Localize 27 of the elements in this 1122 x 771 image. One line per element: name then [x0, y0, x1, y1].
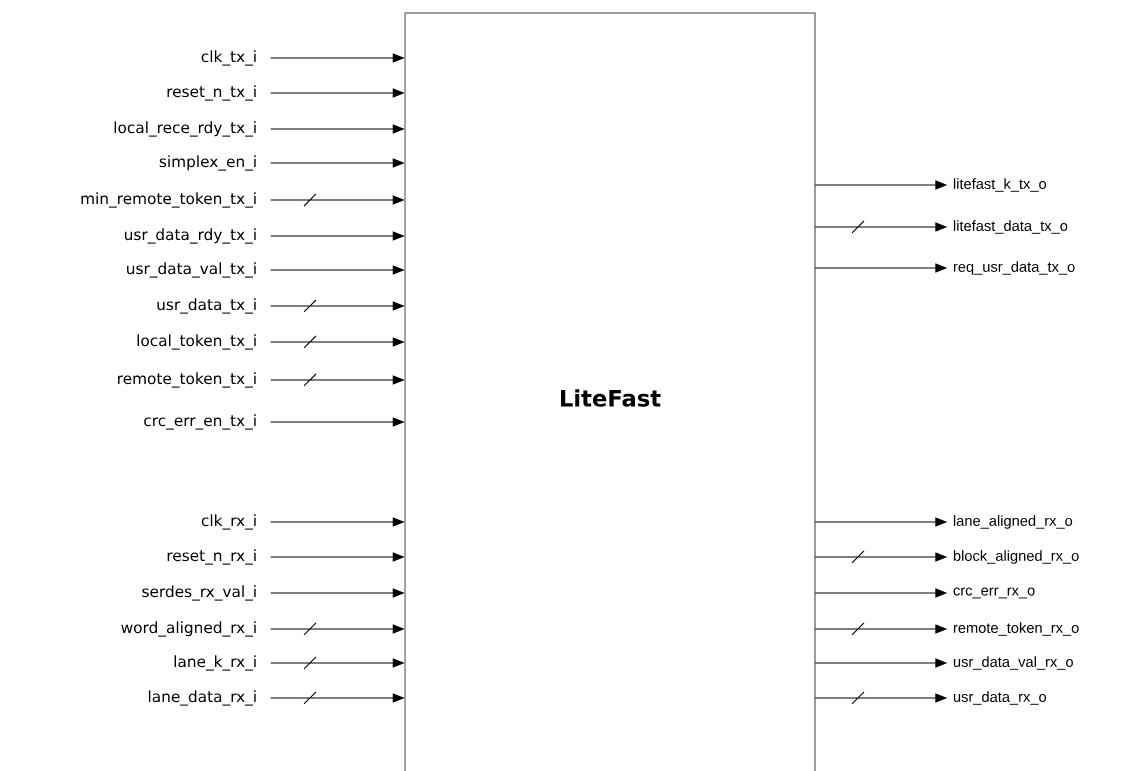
signal-label: usr_data_val_tx_i — [127, 262, 256, 278]
signal-label: lane_k_rx_i — [174, 655, 256, 671]
signal-label: block_aligned_rx_o — [953, 550, 1079, 564]
signal-label: local_rece_rdy_tx_i — [114, 121, 256, 137]
signal-label: remote_token_tx_i — [118, 372, 256, 388]
signal-label: simplex_en_i — [159, 155, 256, 171]
signal-label: reset_n_tx_i — [167, 85, 256, 101]
signal-label: clk_rx_i — [201, 514, 256, 530]
signal-label: local_token_tx_i — [137, 334, 256, 350]
signal-label: min_remote_token_tx_i — [81, 192, 256, 208]
signal-label: litefast_data_tx_o — [953, 220, 1068, 234]
signal-label: word_aligned_rx_i — [121, 621, 256, 637]
signal-label: usr_data_val_rx_o — [953, 656, 1073, 670]
signal-label: req_usr_data_tx_o — [953, 261, 1075, 275]
signal-label: usr_data_tx_i — [157, 298, 256, 314]
signal-label: usr_data_rdy_tx_i — [124, 228, 256, 244]
signal-label: crc_err_en_tx_i — [144, 414, 256, 430]
signal-label: serdes_rx_val_i — [142, 585, 256, 601]
signal-label: lane_aligned_rx_o — [953, 515, 1073, 529]
signal-label: clk_tx_i — [201, 50, 256, 66]
signal-label: litefast_k_tx_o — [953, 178, 1047, 192]
signal-label: usr_data_rx_o — [953, 691, 1047, 705]
block-box: LiteFast — [404, 12, 816, 771]
signal-label: lane_data_rx_i — [148, 690, 256, 706]
signal-label: remote_token_rx_o — [953, 622, 1079, 636]
signal-label: crc_err_rx_o — [953, 587, 1035, 599]
signal-label: reset_n_rx_i — [167, 549, 256, 565]
